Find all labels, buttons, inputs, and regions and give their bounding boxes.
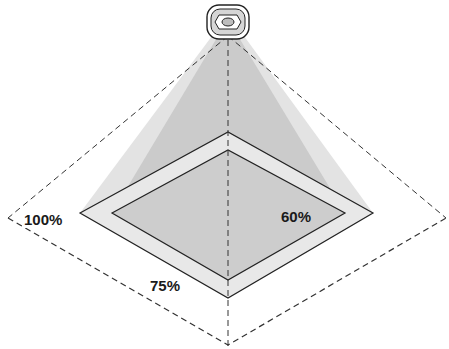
zone-outline [110,148,348,282]
coverage-percent: 100% [22,211,64,228]
coverage-percent: 75% [148,277,182,294]
dashed-axis [228,40,229,346]
full-range-zone: 100% 75% 60% [4,30,449,348]
ceiling-sensor [207,5,249,39]
core-range-zone: 60% [110,148,348,282]
reduced-range-zone: 75% 60% [78,130,376,300]
coverage-percent: 60% [279,208,313,225]
zone-shape [112,150,345,280]
zone-shape [80,132,373,298]
